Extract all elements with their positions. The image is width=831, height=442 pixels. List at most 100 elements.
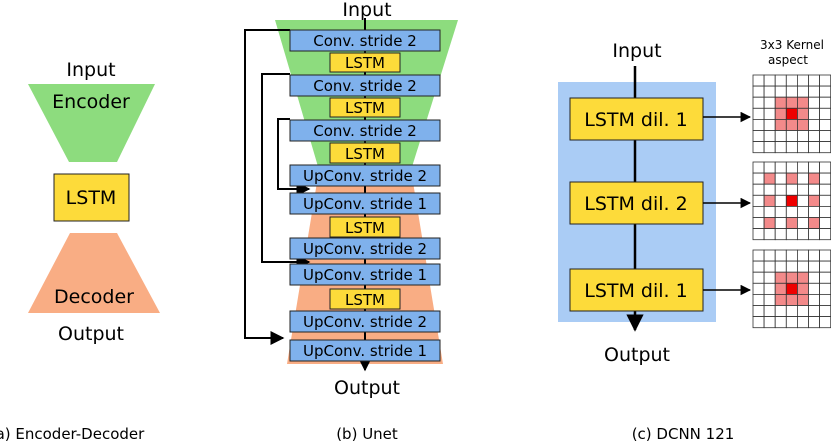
kernel-cell — [808, 130, 821, 143]
encoder-shape — [28, 84, 155, 162]
panel-unet: Input Output Conv. stride 2 LSTM Conv. s… — [244, 0, 458, 399]
kernel-cell — [752, 74, 765, 87]
kernel-cell — [785, 282, 798, 295]
kernel-cell — [797, 74, 809, 87]
kernel-cell — [808, 282, 821, 295]
kernel-cell — [819, 293, 831, 306]
unet-output-label: Output — [334, 377, 400, 399]
block-label: UpConv. stride 2 — [303, 240, 427, 258]
skip-connection-outer — [244, 29, 290, 345]
kernel-cell — [808, 96, 821, 109]
kernel-cell — [752, 161, 765, 174]
kernel-cell — [763, 316, 776, 329]
kernel-cell — [797, 205, 809, 218]
kernel-cell — [819, 119, 831, 131]
kernel-cell — [808, 161, 821, 174]
kernel-cell — [752, 141, 765, 154]
kernel-cell — [774, 85, 787, 98]
kernel-title-line-2: aspect — [768, 53, 808, 67]
kernel-cell — [797, 228, 809, 241]
kernel-cell — [808, 217, 821, 230]
layer-label: LSTM dil. 1 — [584, 280, 687, 302]
kernel-cell — [774, 194, 787, 207]
dcnn-layer-1: LSTM dil. 1 — [569, 97, 704, 141]
block-label: LSTM — [345, 54, 385, 72]
kernel-cell — [819, 183, 831, 196]
kernel-cell — [774, 271, 787, 284]
kernel-cell — [752, 316, 765, 329]
kernel-cell — [797, 130, 809, 143]
block-label: UpConv. stride 1 — [303, 342, 427, 360]
kernel-cell — [752, 249, 765, 262]
kernel-cell — [819, 282, 831, 295]
kernel-grid — [752, 249, 831, 329]
unet-block-4: LSTM — [329, 97, 401, 118]
kernel-cell — [808, 183, 821, 196]
kernel-cell — [774, 217, 787, 230]
kernel-cell — [752, 96, 765, 109]
kernel-cell — [808, 74, 821, 87]
unet-block-1: Conv. stride 2 — [289, 29, 441, 52]
kernel-cell — [752, 119, 765, 131]
kernel-cell — [774, 249, 787, 262]
kernel-cell — [785, 260, 798, 273]
skip-connection-inner — [277, 118, 311, 196]
kernel-grid — [752, 74, 831, 154]
unet-block-6: LSTM — [329, 142, 401, 164]
kernel-cell — [752, 130, 765, 143]
kernel-cell — [763, 74, 776, 87]
decoder-label: Decoder — [54, 286, 134, 308]
kernel-cell — [774, 260, 787, 273]
block-label: Conv. stride 2 — [313, 32, 417, 50]
kernel-cell — [752, 217, 765, 230]
lstm-block — [53, 173, 130, 222]
kernel-cell — [763, 271, 776, 284]
encoder-label: Encoder — [52, 91, 130, 113]
kernel-cell — [785, 228, 798, 241]
kernel-cell — [774, 96, 787, 109]
kernel-cell — [785, 172, 798, 185]
kernel-grids — [752, 74, 831, 329]
kernel-cell — [752, 85, 765, 98]
kernel-cell — [819, 96, 831, 109]
kernel-cell — [819, 161, 831, 174]
kernel-cell — [774, 119, 787, 131]
unet-block-10: UpConv. stride 2 — [289, 237, 441, 260]
kernel-cell — [763, 161, 776, 174]
lstm-label: LSTM — [66, 187, 117, 209]
kernel-cell — [763, 293, 776, 306]
kernel-cell — [763, 228, 776, 241]
unet-block-8: UpConv. stride 1 — [289, 192, 441, 215]
kernel-cell — [808, 194, 821, 207]
unet-block-12: LSTM — [329, 288, 401, 310]
kernel-cell — [808, 249, 821, 262]
kernel-cell — [774, 205, 787, 218]
kernel-cell — [808, 316, 821, 329]
kernel-cell — [808, 293, 821, 306]
kernel-cell — [819, 130, 831, 143]
kernel-cell — [819, 172, 831, 185]
kernel-cell — [785, 194, 798, 207]
kernel-cell — [797, 107, 809, 120]
kernel-cell — [752, 260, 765, 273]
kernel-cell — [819, 260, 831, 273]
dcnn-input-label: Input — [612, 40, 661, 62]
kernel-cell — [785, 161, 798, 174]
kernel-cell — [797, 316, 809, 329]
kernel-cell — [808, 228, 821, 241]
kernel-cell — [785, 183, 798, 196]
panel-encoder-decoder: Input Encoder LSTM Decoder Output — [28, 59, 160, 345]
kernel-cell — [752, 172, 765, 185]
kernel-cell — [797, 217, 809, 230]
kernel-cell — [763, 96, 776, 109]
kernel-cell — [763, 107, 776, 120]
kernel-cell — [785, 130, 798, 143]
kernel-cell — [763, 85, 776, 98]
kernel-cell — [808, 271, 821, 284]
caption-dcnn: (c) DCNN 121 — [632, 425, 735, 442]
kernel-cell — [752, 205, 765, 218]
kernel-cell — [797, 260, 809, 273]
kernel-cell — [763, 119, 776, 131]
kernel-cell — [797, 282, 809, 295]
